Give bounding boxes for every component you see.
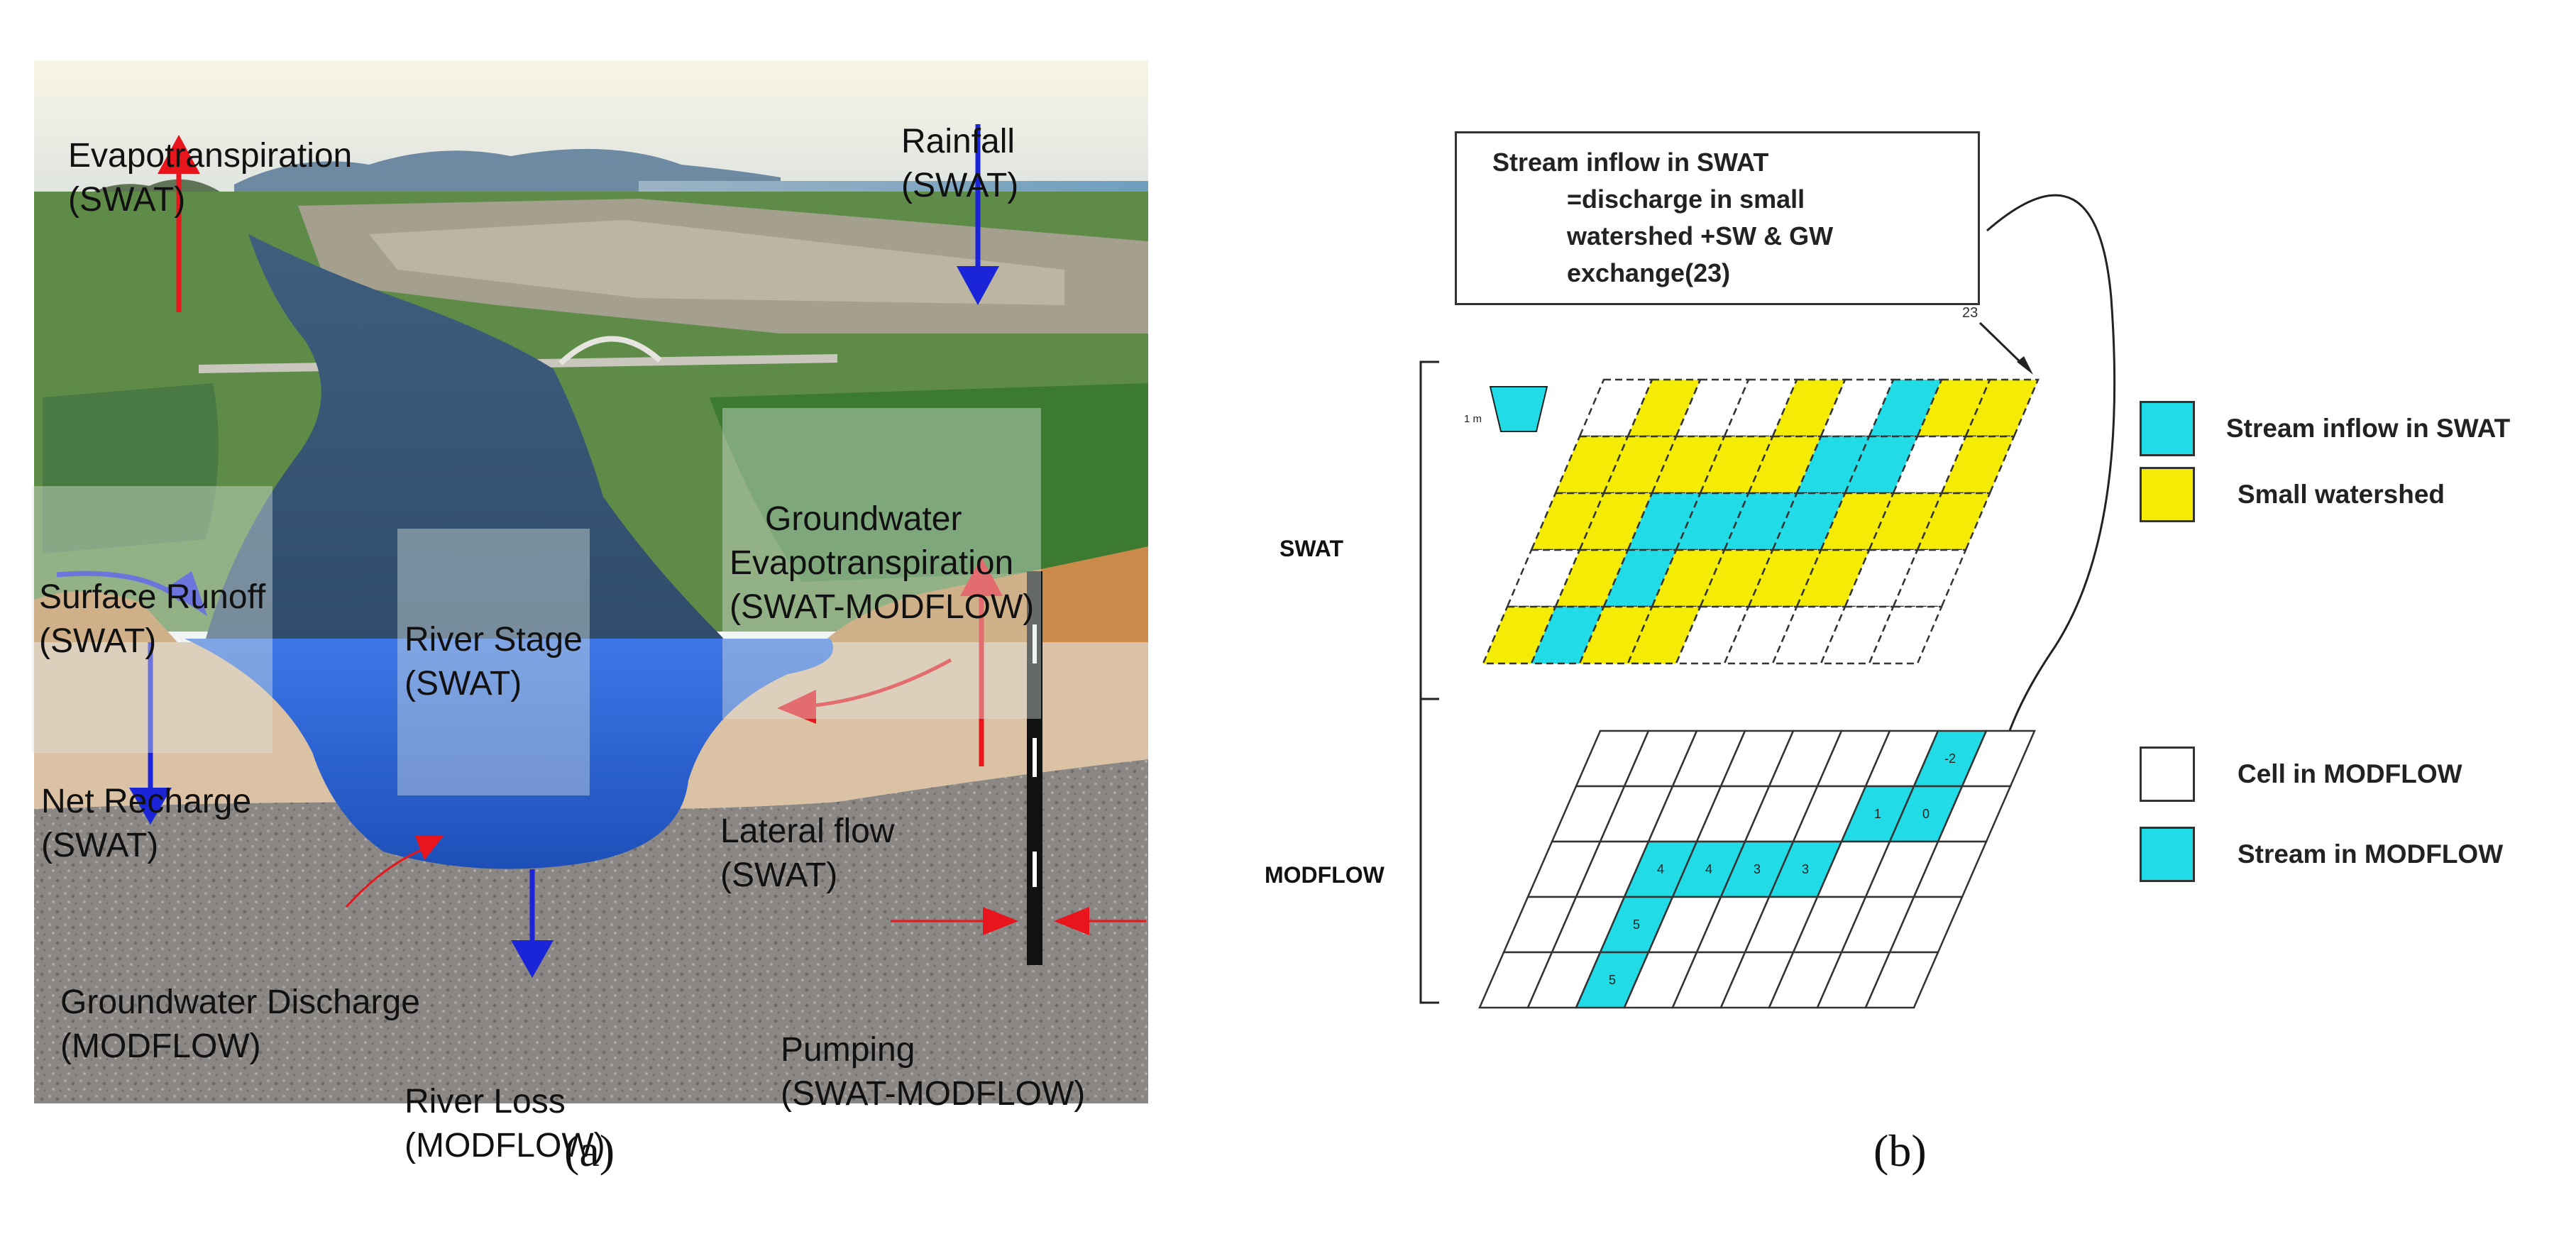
top-soil	[34, 591, 177, 642]
evapotranspiration-arrow	[158, 135, 200, 312]
legend-stream-inflow-swat: Stream inflow in SWAT	[2140, 401, 2510, 456]
evapotranspiration-label: Evapotranspiration(SWAT)	[68, 137, 353, 219]
landscape-cross-section	[34, 60, 1148, 1103]
legend-swatch	[2140, 747, 2195, 802]
legend-swatch	[2140, 401, 2195, 456]
river-cross-section	[185, 639, 833, 869]
net-recharge-arrow	[129, 642, 172, 825]
legend-label: Stream in MODFLOW	[2238, 839, 2504, 869]
info-line-3: watershed +SW & GW	[1567, 221, 1834, 250]
stream-cell-value: 5	[1609, 973, 1616, 987]
swat-bracket	[1419, 360, 1439, 700]
surface-runoff-label: Surface Runoff(SWAT)	[32, 486, 273, 753]
pumping-label: Pumping(SWAT-MODFLOW)	[781, 1031, 1086, 1113]
stream-cell-value: 4	[1657, 862, 1664, 876]
legend-swatch	[2140, 467, 2195, 522]
swat-cell	[1892, 549, 1967, 608]
river-loss-arrow	[511, 869, 554, 978]
surface-runoff-arrow	[56, 571, 207, 616]
river-photo	[206, 234, 724, 639]
lateral-flow-arrow	[777, 658, 952, 724]
bucket-icon	[1489, 386, 1548, 432]
rainfall-arrow	[957, 124, 999, 305]
stream-cell-value: -2	[1944, 751, 1956, 766]
net-recharge-label: Net Recharge(SWAT)	[41, 783, 252, 864]
swat-cell	[1868, 605, 1943, 665]
info-line-2: =discharge in small	[1567, 184, 1805, 214]
panel-a-conceptual-illustration: Evapotranspiration(SWAT) Rainfall(SWAT) …	[0, 0, 1157, 1216]
stream-cell-value: 0	[1922, 807, 1930, 821]
connector-curve	[1986, 194, 2116, 735]
gw-discharge-label: Groundwater Discharge(MODFLOW)	[60, 984, 420, 1065]
modflow-bracket	[1419, 698, 1439, 1004]
bucket-label: 1 m	[1464, 413, 1482, 425]
legend-cell-modflow: Cell in MODFLOW	[2140, 747, 2462, 802]
caption-b: (b)	[1873, 1125, 1927, 1176]
stream-cell-value: 1	[1874, 807, 1881, 821]
rainfall-label: Rainfall(SWAT)	[901, 123, 1019, 204]
modflow-cell	[1864, 951, 1939, 1009]
grid-diagram: 23 1 m -2 1 0 4 4 3 3 5 5	[1419, 194, 2116, 1009]
aquifer	[34, 759, 1148, 1103]
info-line-1: Stream inflow in SWAT	[1492, 148, 1769, 177]
lateral-flow-label: Lateral flow(SWAT)	[720, 812, 895, 894]
legend-small-watershed: Small watershed	[2140, 467, 2445, 522]
legend-label: Cell in MODFLOW	[2238, 759, 2462, 788]
stream-cell-value: 4	[1705, 862, 1712, 876]
info-line-4: exchange(23)	[1567, 258, 1731, 287]
gw-evapotranspiration-arrow	[960, 557, 1003, 766]
stream-cell-value: 3	[1754, 862, 1761, 876]
legend-swatch	[2140, 827, 2195, 882]
section-label-swat: SWAT	[1279, 536, 1344, 561]
stream-cell-value: 5	[1633, 918, 1640, 932]
legend-stream-modflow: Stream in MODFLOW	[2140, 827, 2503, 882]
river-loss-label: River Loss(MODFLOW)	[404, 1083, 605, 1164]
caption-a: (a)	[564, 1125, 615, 1176]
section-label-modflow: MODFLOW	[1265, 862, 1385, 888]
stream-cell-value: 3	[1802, 862, 1809, 876]
info-box: Stream inflow in SWAT =discharge in smal…	[1455, 131, 1980, 305]
swat-cell	[1964, 378, 2040, 438]
pumping-arrows	[891, 907, 1146, 935]
legend-label: Stream inflow in SWAT	[2226, 414, 2511, 443]
swat-cell	[1916, 492, 1991, 551]
river-stage-label: River Stage(SWAT)	[397, 529, 590, 795]
legend-label: Small watershed	[2238, 480, 2445, 509]
callout-number: 23	[1962, 305, 1978, 321]
panel-b-grid-schematic: Stream inflow in SWAT =discharge in smal…	[1157, 0, 2576, 1216]
gw-discharge-arrow	[345, 836, 444, 908]
swat-cell	[1940, 435, 2015, 495]
